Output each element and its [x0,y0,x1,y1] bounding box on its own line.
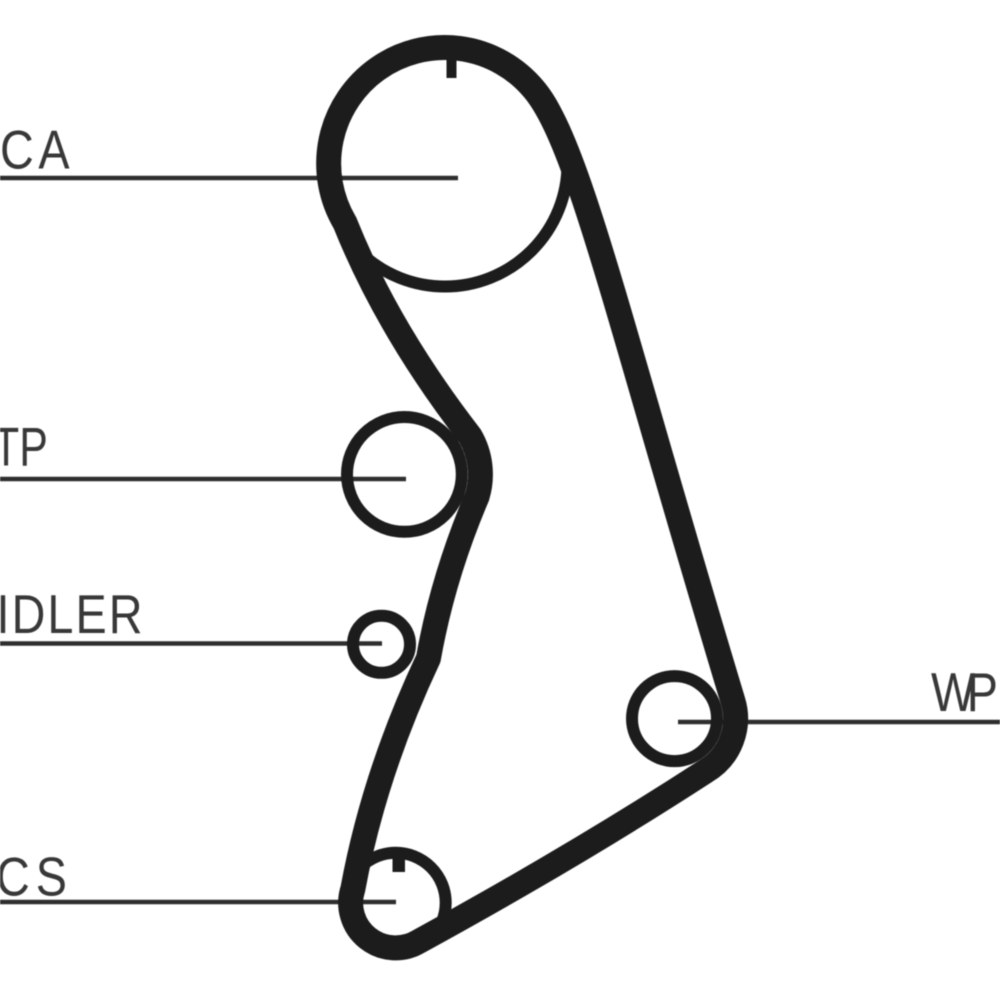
svg-text:CA: CA [0,119,70,180]
svg-text:TP: TP [0,417,48,478]
svg-text:WP: WP [931,661,998,722]
svg-text:CS: CS [0,846,67,907]
svg-text:IDLER: IDLER [0,583,143,644]
